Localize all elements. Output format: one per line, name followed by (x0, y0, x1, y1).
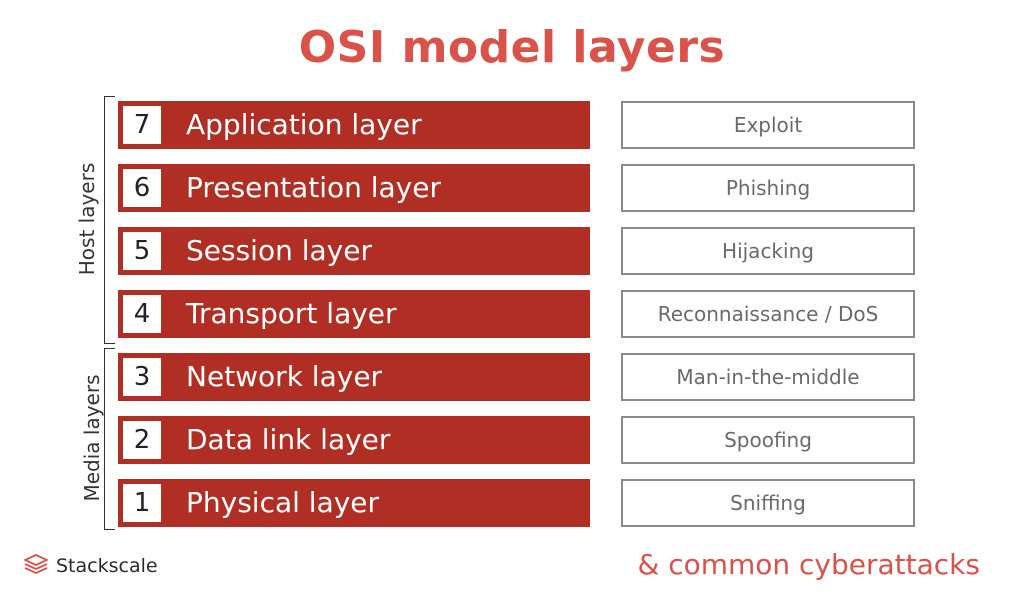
attack-box-spoofing: Spoofing (621, 416, 915, 464)
layer-number: 4 (123, 295, 161, 333)
layer-name: Transport layer (186, 297, 397, 330)
host-layers-label: Host layers (75, 162, 99, 276)
media-layers-bracket (104, 348, 115, 530)
attack-box-phishing: Phishing (621, 164, 915, 212)
media-layers-label: Media layers (80, 374, 104, 502)
layer-number: 2 (123, 421, 161, 459)
layer-name: Physical layer (186, 486, 380, 519)
attack-box-hijacking: Hijacking (621, 227, 915, 275)
layer-row-4: 4 Transport layer (118, 290, 590, 338)
subtitle: & common cyberattacks (637, 548, 980, 581)
layer-number: 6 (123, 169, 161, 207)
layer-name: Session layer (186, 234, 372, 267)
layer-number: 7 (123, 106, 161, 144)
host-layers-bracket (104, 96, 115, 344)
attack-box-sniffing: Sniffing (621, 479, 915, 527)
layer-name: Data link layer (186, 423, 391, 456)
page-title: OSI model layers (298, 22, 726, 73)
brand-logo: Stackscale (22, 554, 158, 578)
attack-box-mitm: Man-in-the-middle (621, 353, 915, 401)
layer-name: Network layer (186, 360, 383, 393)
layer-row-3: 3 Network layer (118, 353, 590, 401)
layer-row-5: 5 Session layer (118, 227, 590, 275)
layer-number: 5 (123, 232, 161, 270)
stacked-layers-icon (22, 554, 50, 578)
layer-name: Application layer (186, 108, 422, 141)
layer-number: 1 (123, 484, 161, 522)
attack-box-reconnaissance: Reconnaissance / DoS (621, 290, 915, 338)
layer-number: 3 (123, 358, 161, 396)
attack-box-exploit: Exploit (621, 101, 915, 149)
layer-row-7: 7 Application layer (118, 101, 590, 149)
brand-name: Stackscale (56, 555, 158, 577)
layer-row-2: 2 Data link layer (118, 416, 590, 464)
layer-row-1: 1 Physical layer (118, 479, 590, 527)
layer-name: Presentation layer (186, 171, 441, 204)
layer-row-6: 6 Presentation layer (118, 164, 590, 212)
